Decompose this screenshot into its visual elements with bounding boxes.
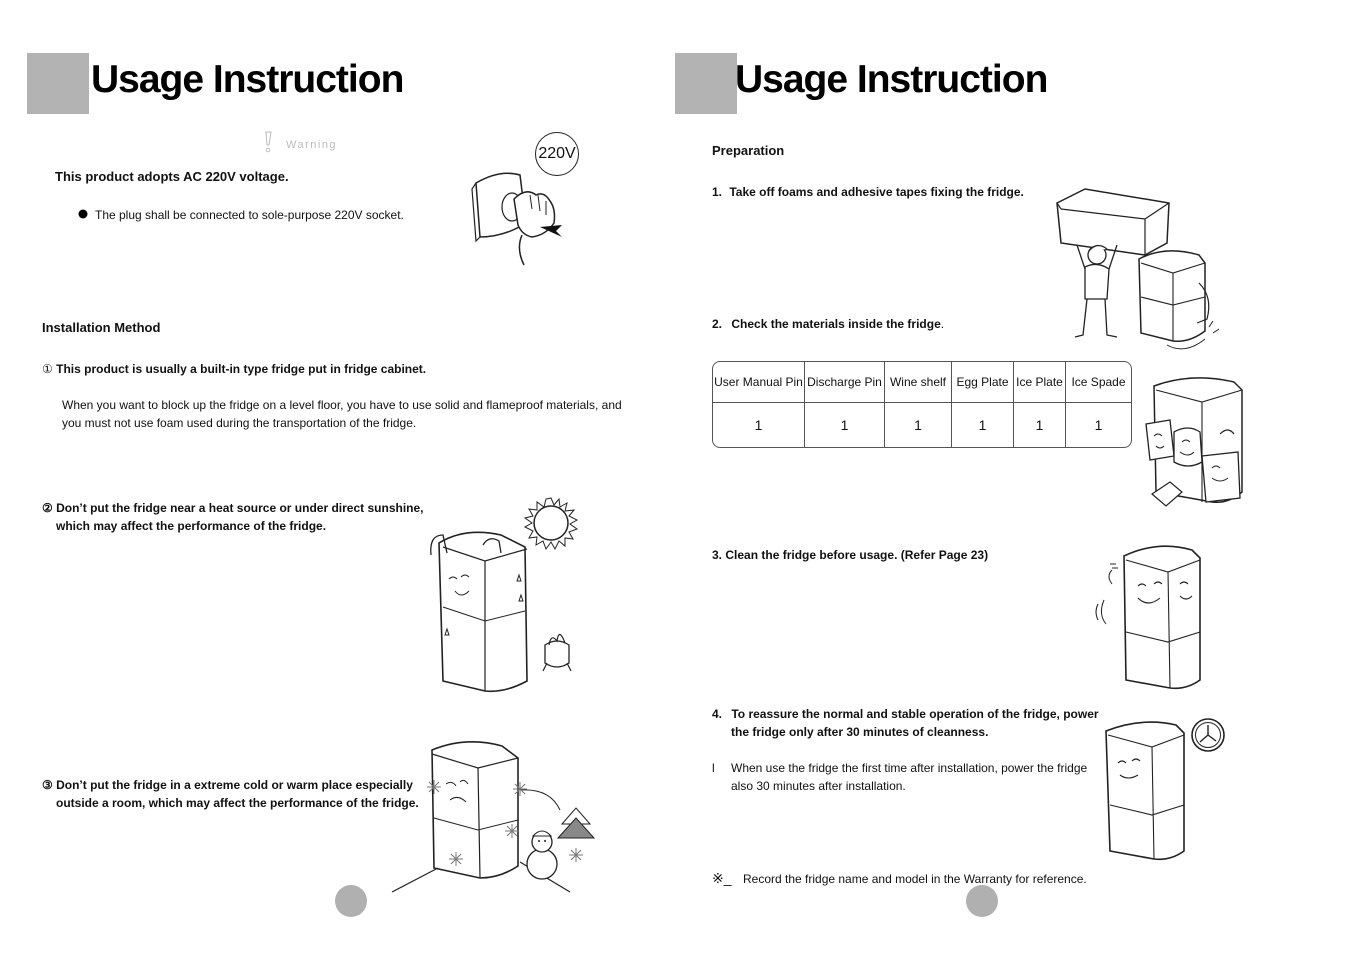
tree-icon — [556, 807, 596, 839]
table-header-cell: Ice Spade — [1066, 362, 1131, 403]
step2-num: 2. — [712, 317, 723, 331]
step4-line1: To reassure the normal and stable operat… — [731, 707, 1099, 721]
step2-period: . — [940, 317, 945, 331]
table-value-cell: 1 — [1094, 417, 1103, 433]
table-header-cell: Egg Plate — [952, 362, 1014, 403]
item1-heading-row: ① This product is usually a built-in typ… — [42, 362, 426, 376]
item1-body-line1: When you want to block up the fridge on … — [62, 398, 622, 412]
cold-fridge-illustration — [391, 741, 596, 893]
stove-icon — [542, 633, 572, 672]
item3-heading-row: ③ Don’t put the fridge in a extreme cold… — [42, 778, 413, 792]
bullet-icon — [78, 209, 88, 219]
item3-line2: outside a room, which may affect the per… — [56, 796, 419, 810]
item2-line2: which may affect the performance of the … — [56, 519, 327, 533]
record-text: Record the fridge name and model in the … — [743, 872, 1087, 886]
note-marker: l — [712, 761, 715, 775]
table-header-cell: User Manual Pin — [713, 362, 805, 403]
voltage-badge: 220V — [535, 132, 579, 176]
step4-row: 4. To reassure the normal and stable ope… — [712, 707, 1099, 721]
table-header-cell: Ice Plate — [1014, 362, 1066, 403]
unboxing-illustration — [1056, 188, 1220, 350]
table-value-cell: 1 — [805, 403, 885, 447]
item1-body-line2: you must not use foam used during the tr… — [62, 416, 417, 430]
table-header-cell: Discharge Pin — [805, 362, 885, 403]
step4-num: 4. — [712, 707, 723, 721]
table-value-cell: 1 — [713, 403, 805, 447]
plug-socket-illustration — [471, 172, 562, 266]
item2-line1: Don’t put the fridge near a heat source … — [56, 501, 424, 515]
left-page-number-marker — [335, 885, 367, 917]
table-header-cell: Wine shelf — [885, 362, 952, 403]
item1-marker: ① — [42, 362, 53, 376]
clock-icon — [1191, 718, 1225, 752]
materials-table: User Manual Pin Discharge Pin Wine shelf… — [712, 361, 1132, 448]
item3-marker: ③ — [42, 778, 53, 792]
step1-num: 1. — [712, 185, 723, 199]
hot-fridge-illustration — [430, 497, 579, 693]
left-page-title: Usage Instruction — [91, 58, 404, 101]
item3-line1: Don’t put the fridge in a extreme cold o… — [56, 778, 413, 792]
step3-row: 3. Clean the fridge before usage. (Refer… — [712, 548, 988, 562]
item1-heading: This product is usually a built-in type … — [56, 362, 427, 376]
record-marker: ※_ — [712, 870, 732, 886]
accessories-illustration — [1145, 377, 1243, 507]
item2-marker: ② — [42, 501, 53, 515]
voltage-heading: This product adopts AC 220V voltage. — [55, 169, 289, 184]
right-title-block — [675, 53, 737, 114]
snowman-icon — [526, 830, 558, 880]
step2-row: 2. Check the materials inside the fridge… — [712, 317, 944, 331]
warning-label: Warning — [286, 139, 338, 151]
note-line1: When use the fridge the first time after… — [731, 761, 1088, 775]
table-value-cell: 1 — [885, 403, 952, 447]
item2-heading-row: ② Don’t put the fridge near a heat sourc… — [42, 501, 424, 515]
sun-icon — [523, 497, 579, 551]
waiting-fridge-illustration — [1105, 718, 1225, 861]
step1-text: Take off foams and adhesive tapes fixing… — [729, 185, 1024, 199]
table-value-cell: 1 — [952, 403, 1014, 447]
installation-heading: Installation Method — [42, 320, 161, 335]
clean-fridge-illustration — [1095, 545, 1201, 690]
left-title-block — [27, 53, 89, 114]
note-line2: also 30 minutes after installation. — [731, 779, 906, 793]
step3-num: 3. — [712, 548, 723, 562]
step1-row: 1. Take off foams and adhesive tapes fix… — [712, 185, 1024, 199]
snowflake-icon — [427, 780, 583, 866]
table-value-cell: 1 — [1014, 403, 1066, 447]
step3-text: Clean the fridge before usage. (Refer Pa… — [725, 548, 989, 562]
warning-icon — [265, 131, 272, 153]
right-page-title: Usage Instruction — [735, 58, 1048, 101]
step2-text: Check the materials inside the fridge — [731, 317, 941, 331]
step4-line2: the fridge only after 30 minutes of clea… — [731, 725, 989, 739]
right-page-number-marker — [966, 885, 998, 917]
plug-note: The plug shall be connected to sole-purp… — [95, 208, 404, 222]
preparation-heading: Preparation — [712, 143, 785, 158]
